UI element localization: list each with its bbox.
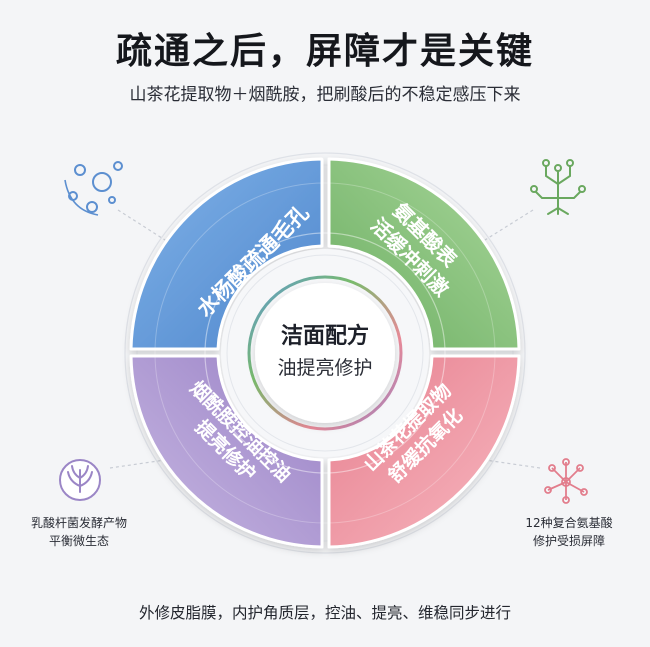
side-label-bottom-left-line2: 平衡微生态 (48, 534, 109, 548)
side-label-bottom-right-line2: 修护受损屏障 (532, 534, 605, 548)
outer-ring-inner (136, 164, 514, 542)
center-title: 洁面配方 (281, 323, 369, 349)
side-label-bottom-left: 乳酸杆菌发酵产物 平衡微生态 (20, 514, 138, 550)
outer-ring (124, 152, 526, 554)
page-title: 疏通之后，屏障才是关键 (115, 31, 534, 72)
center-disc (255, 283, 395, 423)
bubbles-icon (64, 161, 123, 216)
molecule-network-icon (544, 458, 588, 504)
center-gradient-ring (247, 275, 403, 431)
side-label-bottom-left-line1: 乳酸杆菌发酵产物 (30, 516, 127, 530)
segment-bottom-left (129, 354, 324, 549)
segment-bottom-right (327, 354, 521, 549)
segment-top-left (129, 157, 324, 351)
footer-caption: 外修皮脂膜，内护角质层，控油、提亮、维稳同步进行 (138, 604, 511, 622)
page-subtitle: 山茶花提取物＋烟酰胺，把刷酸后的不稳定感压下来 (129, 85, 521, 105)
leaf-emblem-icon (59, 459, 101, 501)
side-label-bottom-right: 12种复合氨基酸 修护受损屏障 (510, 514, 628, 550)
center-subtitle: 油提亮修护 (277, 357, 372, 379)
nerve-circuit-icon (530, 159, 586, 215)
segment-top-right (327, 157, 521, 351)
side-label-bottom-right-line1: 12种复合氨基酸 (525, 516, 613, 530)
